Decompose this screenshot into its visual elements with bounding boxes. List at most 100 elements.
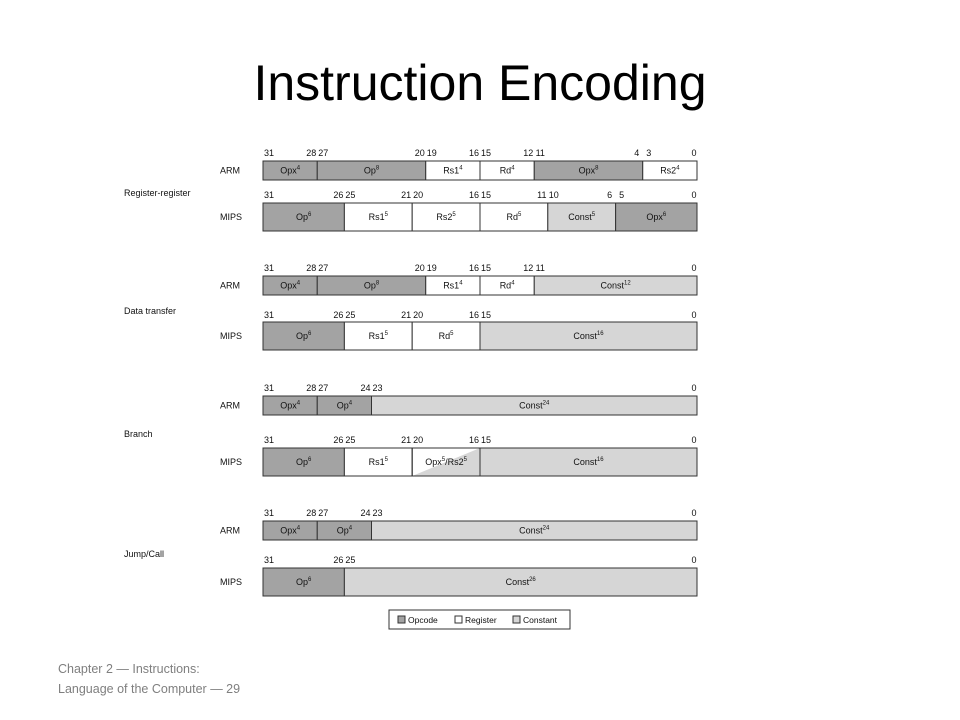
bit-number: 26	[333, 190, 343, 200]
bit-number: 25	[345, 310, 355, 320]
bit-number: 28	[306, 508, 316, 518]
bit-number: 20	[413, 190, 423, 200]
field-label: Rd5	[506, 212, 522, 222]
field-label: Opx6	[646, 212, 667, 222]
bit-number: 0	[691, 190, 696, 200]
bit-number: 12	[523, 148, 533, 158]
bit-number: 21	[401, 310, 411, 320]
field-label: Opx4	[280, 401, 301, 411]
field-label: Const12	[601, 281, 632, 291]
bit-number: 19	[427, 263, 437, 273]
bit-number: 31	[264, 435, 274, 445]
field-label: Op8	[364, 166, 380, 176]
bit-number: 3	[646, 148, 651, 158]
bit-number: 12	[523, 263, 533, 273]
bit-number: 20	[415, 263, 425, 273]
field-box	[262, 567, 345, 597]
bit-number: 27	[318, 383, 328, 393]
bit-number: 6	[607, 190, 612, 200]
bit-number: 20	[415, 148, 425, 158]
arch-label: MIPS	[220, 331, 242, 341]
field-label: Op6	[296, 212, 312, 222]
bit-number: 31	[264, 148, 274, 158]
field-split-fill	[412, 448, 480, 476]
arch-label: ARM	[220, 526, 240, 536]
field-box	[533, 275, 698, 296]
bit-number: 21	[401, 435, 411, 445]
field-box	[371, 520, 698, 541]
field-label: Rs15	[369, 212, 389, 222]
bit-number: 20	[413, 310, 423, 320]
arch-label: MIPS	[220, 212, 242, 222]
group-label: Branch	[124, 429, 153, 439]
field-label: Rs14	[443, 166, 463, 176]
field-label: Rs14	[443, 281, 463, 291]
legend-box	[388, 609, 571, 630]
arch-label: MIPS	[220, 577, 242, 587]
bit-number: 0	[691, 263, 696, 273]
bit-number: 31	[264, 508, 274, 518]
bit-number: 15	[481, 263, 491, 273]
bit-number: 31	[264, 555, 274, 565]
bit-number: 16	[469, 148, 479, 158]
slide-title: Instruction Encoding	[253, 55, 707, 111]
field-label: Opx4	[280, 526, 301, 536]
field-label: Rd4	[500, 281, 516, 291]
bit-number: 28	[306, 148, 316, 158]
bit-number: 0	[691, 435, 696, 445]
bit-number: 11	[536, 148, 545, 158]
bit-number: 23	[372, 383, 382, 393]
field-box	[479, 202, 549, 232]
field-box	[343, 321, 413, 351]
field-label: Const24	[519, 526, 550, 536]
bit-number: 23	[372, 508, 382, 518]
field-label: Const16	[573, 457, 604, 467]
field-box	[411, 321, 481, 351]
bit-number: 26	[333, 310, 343, 320]
field-label: Op4	[337, 526, 353, 536]
bit-number: 25	[345, 190, 355, 200]
arch-label: ARM	[220, 166, 240, 176]
bit-number: 31	[264, 310, 274, 320]
bit-number: 0	[691, 508, 696, 518]
field-box	[343, 447, 413, 477]
field-label: Opx4	[280, 166, 301, 176]
bit-number: 27	[318, 263, 328, 273]
field-label: Rs25	[436, 212, 456, 222]
group-label: Jump/Call	[124, 549, 164, 559]
field-label: Rd5	[439, 331, 455, 341]
field-label: Const26	[506, 577, 537, 587]
field-label: Op6	[296, 457, 312, 467]
bit-number: 31	[264, 190, 274, 200]
bit-number: 27	[318, 148, 328, 158]
bit-number: 28	[306, 263, 316, 273]
legend-label-register: Register	[465, 615, 497, 625]
bit-number: 15	[481, 310, 491, 320]
legend-swatch-constant	[512, 615, 521, 624]
field-label: Opx5/Rs25	[425, 457, 467, 467]
bit-number: 24	[360, 383, 370, 393]
field-box	[262, 202, 345, 232]
bit-number: 21	[401, 190, 411, 200]
field-box	[343, 567, 698, 597]
field-box	[411, 202, 481, 232]
bit-number: 15	[481, 148, 491, 158]
field-box	[642, 160, 698, 181]
field-label: Opx4	[280, 281, 301, 291]
bit-number: 0	[691, 310, 696, 320]
bit-number: 10	[549, 190, 559, 200]
legend-label-opcode: Opcode	[408, 615, 438, 625]
field-box	[479, 321, 698, 351]
bit-number: 16	[469, 263, 479, 273]
bit-number: 25	[345, 435, 355, 445]
arch-label: MIPS	[220, 457, 242, 467]
bit-number: 24	[360, 508, 370, 518]
legend-label-constant: Constant	[523, 615, 558, 625]
field-label: Op6	[296, 577, 312, 587]
field-label: Rs15	[369, 331, 389, 341]
group-label: Register-register	[124, 188, 191, 198]
bit-number: 0	[691, 383, 696, 393]
field-label: Rd4	[500, 166, 516, 176]
bit-number: 5	[619, 190, 624, 200]
slide-footer: Chapter 2 — Instructions: Language of th…	[58, 662, 241, 696]
